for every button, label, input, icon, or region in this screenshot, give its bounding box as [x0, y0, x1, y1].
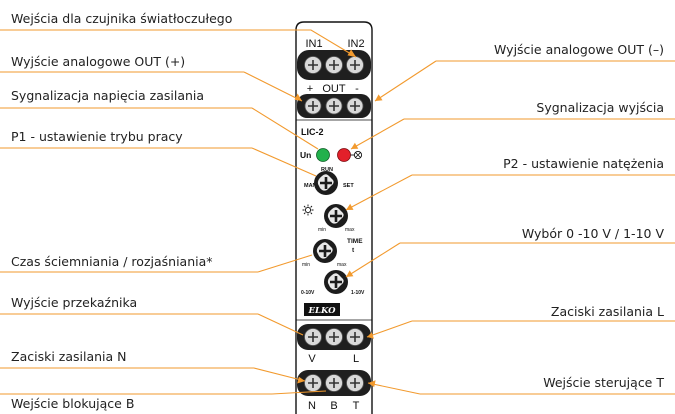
terminal-block-supply [297, 370, 371, 396]
screw-terminal-icon[interactable] [325, 56, 343, 74]
screw-terminal-icon[interactable] [325, 374, 343, 392]
un-label: Un [300, 150, 311, 160]
arrowhead-icon [346, 203, 354, 210]
screw-terminal-icon[interactable] [346, 56, 364, 74]
screw-terminal-icon[interactable] [304, 328, 322, 346]
screw-terminal-icon[interactable] [346, 374, 364, 392]
screw-terminal-icon[interactable] [325, 97, 343, 115]
time-max-label: max [337, 262, 347, 268]
label-p2-intensity: P2 - ustawienie natężenia [503, 156, 664, 171]
terminal-in2-label: IN2 [347, 38, 364, 50]
label-output-analog-minus: Wyjście analogowe OUT (–) [494, 42, 664, 57]
p2-max-label: max [345, 227, 355, 233]
label-output-analog-plus: Wyjście analogowe OUT (+) [11, 54, 185, 69]
rotary-knob-icon[interactable] [314, 171, 338, 195]
rotary-knob-icon[interactable] [324, 270, 348, 294]
arrowhead-icon [347, 49, 356, 57]
p2-min-label: min [318, 227, 326, 233]
arrowhead-icon [297, 376, 305, 384]
arrowhead-icon [294, 93, 302, 101]
label-inputs-sensor: Wejścia dla czujnika światłoczułego [11, 11, 232, 26]
callout-line-output-led [350, 118, 405, 150]
model-label: LIC-2 [301, 127, 324, 137]
screw-terminal-icon[interactable] [346, 97, 364, 115]
set-label: SET [343, 183, 354, 189]
label-supply-terminals-n: Zaciski zasilania N [11, 349, 127, 364]
arrowhead-icon [375, 94, 383, 101]
label-supply-indicator: Sygnalizacja napięcia zasilania [11, 88, 204, 103]
terminal-block-relay [297, 324, 371, 350]
terminal-minus-label: - [355, 83, 359, 95]
screw-terminal-icon[interactable] [304, 374, 322, 392]
brand-logo: ELKO [307, 306, 336, 316]
terminal-v-label: V [308, 353, 316, 365]
callout-line-t [367, 382, 421, 395]
callout-line-l [366, 320, 413, 338]
terminal-n-label: N [308, 400, 316, 412]
label-supply-terminals-l: Zaciski zasilania L [551, 304, 664, 319]
label-range-select: Wybór 0 -10 V / 1-10 V [522, 226, 665, 241]
callout-line-relay [257, 313, 304, 336]
callout-line-b [271, 390, 327, 395]
label-output-indicator: Sygnalizacja wyjścia [536, 100, 664, 115]
brand-plate [304, 303, 340, 316]
callout-line-p2 [345, 174, 413, 211]
terminal-out-label: OUT [322, 83, 346, 95]
terminal-block-output [297, 94, 371, 118]
label-control-input: Wejście sterujące T [543, 375, 664, 390]
lamp-output-icon [350, 150, 363, 160]
label-dim-time: Czas ściemniania / rozjaśniania* [11, 254, 213, 269]
arrowhead-icon [351, 142, 359, 149]
callout-arrowheads [294, 49, 383, 388]
range-high-label: 1-10V [351, 290, 365, 296]
rotary-knob-icon[interactable] [324, 204, 348, 228]
terminal-t-label: T [353, 400, 360, 412]
led-red-icon [337, 148, 351, 162]
man-label: MAN [304, 183, 317, 189]
screw-terminal-icon[interactable] [304, 56, 322, 74]
callout-line-out-minus [374, 60, 437, 102]
terminal-in1-label: IN1 [305, 38, 322, 50]
callout-line-inputs [278, 29, 357, 58]
callout-line-time [257, 254, 313, 273]
time-label: TIME [347, 238, 363, 245]
screw-terminal-icon[interactable] [325, 328, 343, 346]
callout-line-p1 [251, 147, 317, 177]
time-min-label: min [302, 262, 310, 268]
screw-terminal-icon[interactable] [304, 97, 322, 115]
callout-line-n [253, 367, 306, 382]
terminal-b-label: B [330, 400, 337, 412]
label-p1-mode: P1 - ustawienie trybu pracy [11, 129, 183, 144]
relay-device: IN1 IN2 + OUT - LIC-2 Un [295, 21, 373, 414]
arrowhead-icon [346, 270, 354, 277]
terminal-l-label: L [353, 353, 359, 365]
sun-icon [302, 204, 314, 216]
terminal-block-inputs [297, 50, 371, 80]
terminal-plus-label: + [307, 83, 313, 95]
range-low-label: 0-10V [301, 290, 315, 296]
callout-line-supply [251, 107, 319, 150]
run-label: RUN [321, 167, 333, 173]
label-relay-output: Wyjście przekaźnika [11, 295, 137, 310]
left-callouts: Wejścia dla czujnika światłoczułego Wyjś… [0, 11, 357, 411]
arrowhead-icon [368, 380, 376, 388]
callout-line-range [345, 242, 401, 278]
led-green-icon [316, 148, 330, 162]
rotary-knob-icon[interactable] [313, 239, 337, 263]
label-blocking-input: Wejście blokujące B [11, 396, 134, 411]
right-callouts: Wyjście analogowe OUT (–) Sygnalizacja w… [345, 42, 675, 395]
arrowhead-icon [367, 332, 374, 339]
t-label: t [352, 247, 355, 254]
screw-terminal-icon[interactable] [346, 328, 364, 346]
callout-line-out-plus [243, 71, 303, 102]
